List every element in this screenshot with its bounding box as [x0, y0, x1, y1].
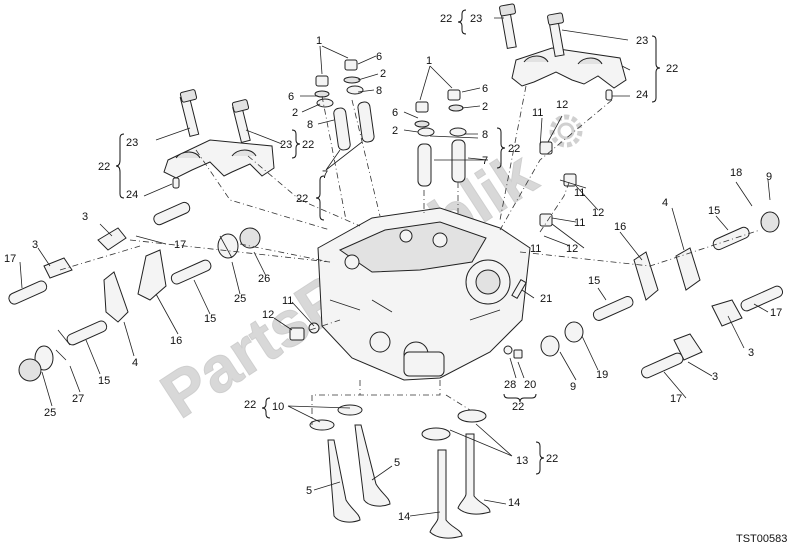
callout: 1	[316, 35, 322, 47]
callout: 12	[566, 243, 578, 255]
callout: 21	[540, 293, 552, 305]
callout: 26	[258, 273, 270, 285]
callout: 23	[280, 139, 292, 151]
callout: 5	[394, 457, 400, 469]
callout: 6	[376, 51, 382, 63]
callout: 24	[126, 189, 138, 201]
callout: 17	[174, 239, 186, 251]
callout: 22	[666, 63, 678, 75]
callout: 4	[132, 357, 138, 369]
callout: 22	[98, 161, 110, 173]
callout: 8	[376, 85, 382, 97]
callout: 15	[708, 205, 720, 217]
callout: 3	[748, 347, 754, 359]
callout: 14	[398, 511, 410, 523]
callout: 8	[482, 129, 488, 141]
camshaft-cap-right	[499, 3, 627, 101]
callout: 11	[574, 187, 585, 199]
callout: 23	[470, 13, 482, 25]
callout: 16	[170, 335, 182, 347]
callout: 16	[614, 221, 626, 233]
callout: 6	[288, 91, 294, 103]
callout: 15	[588, 275, 600, 287]
callout: 27	[72, 393, 84, 405]
callout: 12	[592, 207, 604, 219]
rocker-components-left	[8, 201, 261, 382]
callout: 7	[322, 169, 328, 181]
callout: 11	[532, 107, 543, 119]
callout: 2	[292, 107, 298, 119]
callout: 22	[508, 143, 520, 155]
callout: 22	[512, 401, 524, 413]
callout: 3	[82, 211, 88, 223]
callout: 19	[596, 369, 608, 381]
valves	[309, 404, 491, 539]
callout: 4	[662, 197, 668, 209]
callout: 6	[482, 83, 488, 95]
callout: 22	[440, 13, 452, 25]
callout: 12	[556, 99, 568, 111]
plugs-sensors	[289, 141, 577, 359]
callout: 22	[546, 453, 558, 465]
callout: 15	[204, 313, 216, 325]
callout: 10	[272, 401, 284, 413]
callout: 2	[482, 101, 488, 113]
callout-labels: 1 6 2 8 6 2 8 7 22 1 6 2 6 2 8 7 22 22 2…	[4, 13, 782, 523]
callout: 22	[244, 399, 256, 411]
callout: 18	[730, 167, 742, 179]
gear-icon	[549, 114, 583, 148]
rocker-components-right	[540, 211, 784, 379]
callout: 8	[307, 119, 313, 131]
drawing-code: TST00583	[736, 533, 787, 545]
callout: 2	[392, 125, 398, 137]
callout: 11	[574, 217, 585, 229]
callout: 6	[392, 107, 398, 119]
callout: 9	[570, 381, 576, 393]
callout: 23	[636, 35, 648, 47]
callout: 17	[670, 393, 682, 405]
callout: 1	[426, 55, 432, 67]
callout: 22	[296, 193, 308, 205]
callout: 15	[98, 375, 110, 387]
callout: 17	[770, 307, 782, 319]
callout: 9	[766, 171, 772, 183]
valve-stack-right	[414, 89, 467, 187]
callout: 25	[234, 293, 246, 305]
braces	[115, 9, 661, 475]
callout: 5	[306, 485, 312, 497]
callout: 17	[4, 253, 16, 265]
callout: 2	[380, 68, 386, 80]
callout: 24	[636, 89, 648, 101]
callout: 22	[302, 139, 314, 151]
callout: 11	[530, 243, 541, 255]
callout: 3	[712, 371, 718, 383]
callout: 23	[126, 137, 138, 149]
center-lines	[59, 85, 761, 425]
callout: 25	[44, 407, 56, 419]
callout: 12	[262, 309, 274, 321]
callout: 11	[282, 295, 293, 307]
leader-lines	[19, 17, 771, 517]
camshaft-cap-left	[163, 89, 275, 189]
cylinder-head	[317, 207, 531, 381]
callout: 7	[482, 155, 488, 167]
callout: 13	[516, 455, 528, 467]
callout: 3	[32, 239, 38, 251]
callout: 14	[508, 497, 520, 509]
callout: 28	[504, 379, 516, 391]
callout: 20	[524, 379, 536, 391]
